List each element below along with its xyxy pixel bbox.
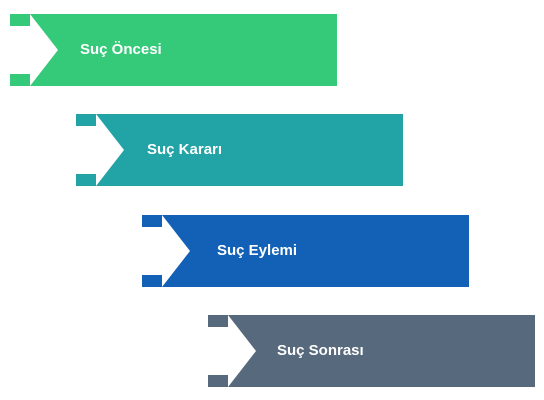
step-label: Suç Öncesi [80,41,162,58]
arrow-right-icon [10,14,58,86]
step-suc-sonrasi: Suç Sonrası [208,315,535,387]
step-suc-karari: Suç Kararı [76,114,403,186]
step-label: Suç Sonrası [277,342,364,359]
step-label: Suç Kararı [147,141,223,158]
step-suc-eylemi: Suç Eylemi [142,215,469,287]
arrow-right-icon [76,114,124,186]
step-label: Suç Eylemi [217,242,298,259]
step-suc-oncesi: Suç Öncesi [10,14,337,86]
arrow-right-icon [208,315,256,387]
arrow-right-icon [142,215,190,287]
